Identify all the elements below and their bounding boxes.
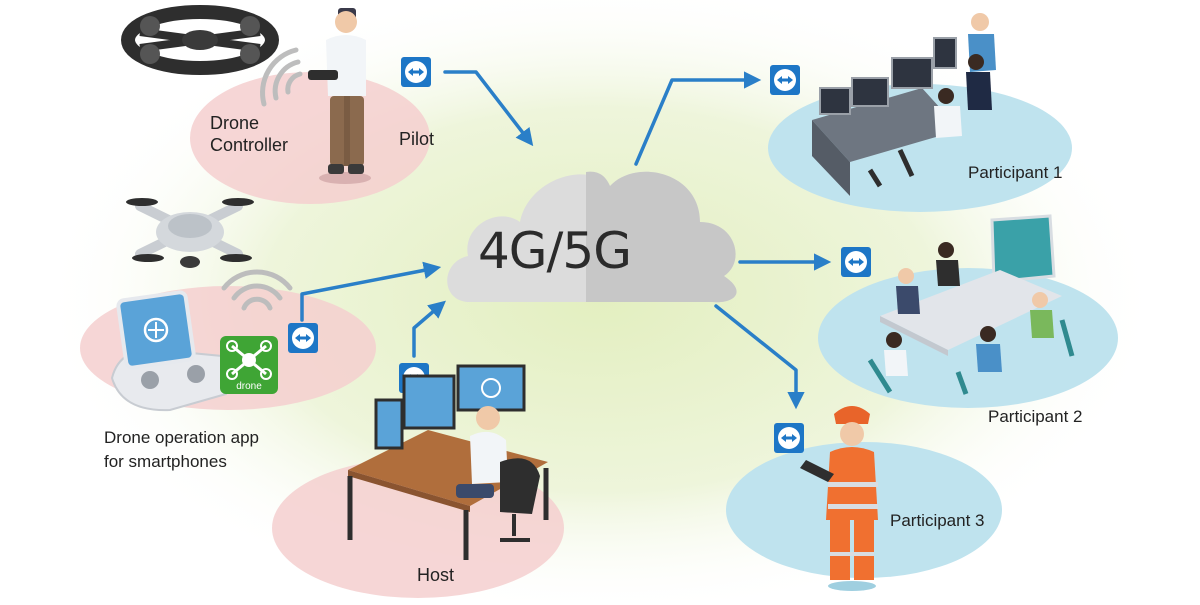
remote-access-icon xyxy=(288,323,318,353)
meeting-room-icon xyxy=(867,214,1075,395)
x-drone-icon xyxy=(126,198,254,268)
field-worker-icon xyxy=(800,406,878,591)
host-label: Host xyxy=(417,565,455,585)
app-label: Drone operation app for smartphones xyxy=(104,428,260,471)
remote-access-icon xyxy=(774,423,804,453)
drone-controller-label: Drone Controller xyxy=(210,113,289,155)
pilot-person-icon xyxy=(308,8,371,184)
wifi-icon xyxy=(221,269,293,311)
arrow-pilot-to-cloud xyxy=(443,70,534,147)
pilot-zone xyxy=(190,72,430,204)
arrow-cloud-to-p1 xyxy=(634,71,762,166)
remote-access-icon xyxy=(770,65,800,95)
control-room-icon xyxy=(812,13,996,196)
participant1-label: Participant 1 xyxy=(968,163,1063,182)
participant2-label: Participant 2 xyxy=(988,407,1083,426)
cloud-label: 4G/5G xyxy=(478,222,632,280)
participant3-label: Participant 3 xyxy=(890,511,985,530)
quad-drone-icon xyxy=(121,5,279,75)
cloud-icon xyxy=(447,171,737,303)
wifi-icon xyxy=(260,47,303,107)
pilot-label: Pilot xyxy=(399,129,435,149)
remote-access-icon xyxy=(401,57,431,87)
arrow-app-to-cloud xyxy=(300,261,442,322)
host-desk-icon xyxy=(347,364,549,560)
arrow-host-to-cloud xyxy=(412,300,446,358)
drone-app-icon xyxy=(220,336,278,394)
arrow-cloud-to-p3 xyxy=(714,304,805,410)
smartphone-controller-icon xyxy=(110,290,232,412)
drone-app-badge-label: drone xyxy=(236,381,262,392)
remote-access-icon xyxy=(841,247,871,277)
connection-arrows xyxy=(300,70,832,410)
